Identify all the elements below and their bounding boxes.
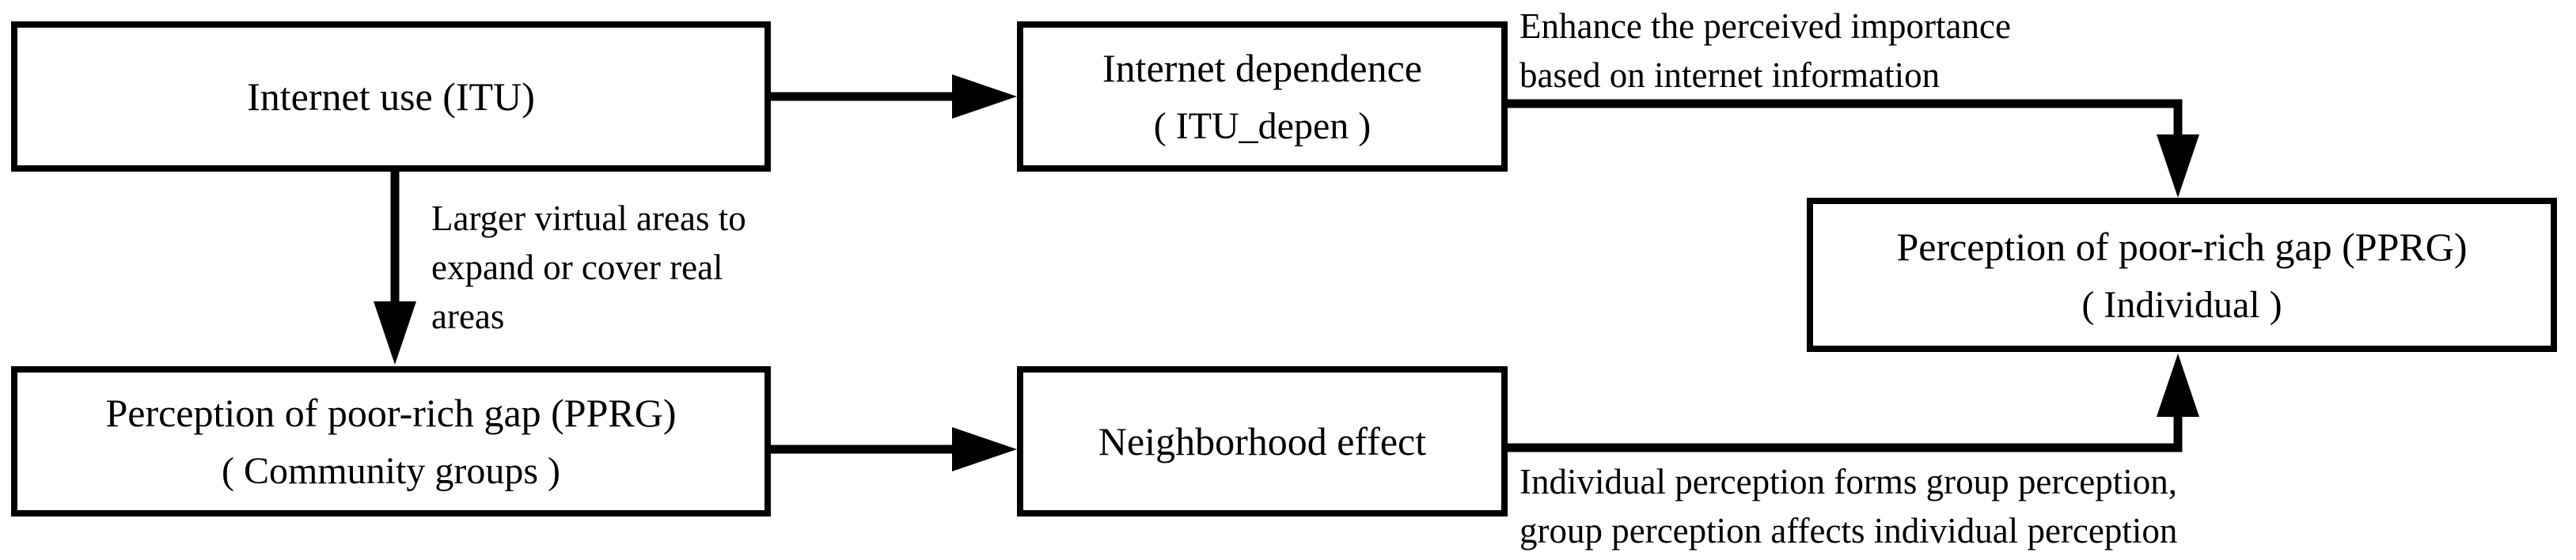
box-internet-use-title: Internet use (ITU)	[247, 74, 535, 119]
box-neighborhood-effect-title: Neighborhood effect	[1098, 419, 1427, 464]
box-pprg-community-title: Perception of poor-rich gap (PPRG)	[105, 391, 677, 435]
edge-label-larger-areas-line3: areas	[431, 297, 505, 336]
edge-label-perception-loop: Individual perception forms group percep…	[1519, 457, 2350, 555]
box-internet-dependence-title: Internet dependence	[1102, 46, 1422, 90]
box-internet-use: Internet use (ITU)	[11, 21, 771, 172]
edge-label-enhance-importance: Enhance the perceived importance based o…	[1519, 2, 2153, 100]
arrow-pprg-community-to-neighborhood	[766, 427, 1017, 471]
edge-label-loop-line1: Individual perception forms group percep…	[1519, 462, 2178, 501]
box-pprg-community-subtitle: ( Community groups )	[222, 450, 560, 492]
box-pprg-individual-title: Perception of poor-rich gap (PPRG)	[1896, 224, 2468, 269]
box-neighborhood-effect: Neighborhood effect	[1017, 366, 1508, 516]
arrow-internet-use-to-dependence	[766, 74, 1017, 119]
edge-label-enhance-line2: based on internet information	[1519, 55, 1941, 95]
box-internet-dependence: Internet dependence ( ITU_depen )	[1017, 21, 1508, 172]
arrow-internet-use-to-pprg-community	[374, 168, 416, 365]
edge-label-enhance-line1: Enhance the perceived importance	[1519, 6, 2011, 46]
edge-label-larger-virtual-areas: Larger virtual areas to expand or cover …	[431, 194, 827, 341]
box-pprg-community: Perception of poor-rich gap (PPRG) ( Com…	[11, 366, 771, 516]
edge-label-larger-areas-line1: Larger virtual areas to	[431, 199, 746, 238]
box-pprg-individual: Perception of poor-rich gap (PPRG) ( Ind…	[1807, 198, 2557, 352]
arrow-dependence-to-pprg-individual	[1500, 99, 2199, 198]
box-internet-dependence-subtitle: ( ITU_depen )	[1153, 105, 1371, 147]
edge-label-loop-line2: group perception affects individual perc…	[1519, 511, 2178, 551]
arrow-neighborhood-to-pprg-individual	[1500, 354, 2199, 452]
edge-label-larger-areas-line2: expand or cover real	[431, 248, 723, 287]
box-pprg-individual-subtitle: ( Individual )	[2081, 283, 2282, 326]
